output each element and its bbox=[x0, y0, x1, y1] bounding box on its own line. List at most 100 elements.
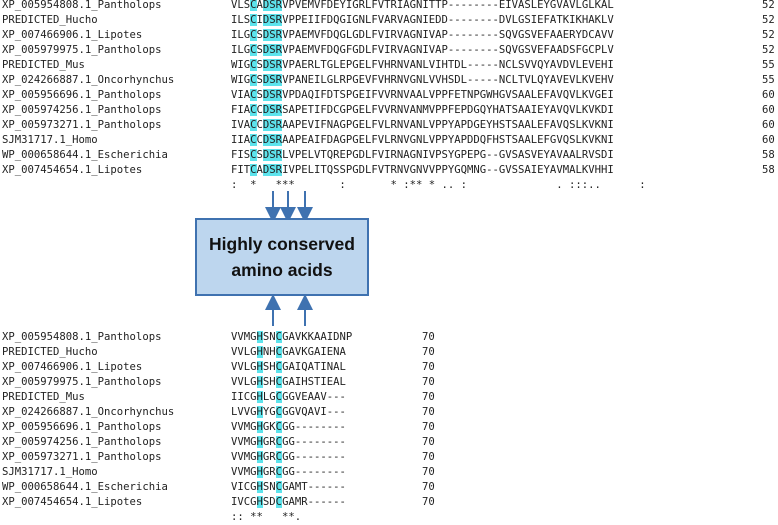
sequence-label: PREDICTED_Mus bbox=[2, 59, 85, 71]
sequence-position: 70 bbox=[422, 331, 435, 343]
conserved-residue: C bbox=[250, 149, 257, 161]
conserved-residue: C bbox=[275, 496, 283, 508]
sequence-residues: VVLGHNHCGAVKGAIENA bbox=[231, 346, 346, 358]
sequence-position: 52 bbox=[762, 0, 775, 11]
sequence-label: XP_005973271.1_Pantholops bbox=[2, 451, 162, 463]
sequence-residues: IIACCDSRAAPEAIFDAGPGELFVLRNVGNLVPPYAPDDQ… bbox=[231, 134, 614, 146]
sequence-position: 70 bbox=[422, 496, 435, 508]
sequence-position: 70 bbox=[422, 376, 435, 388]
sequence-position: 52 bbox=[762, 14, 775, 26]
sequence-residues: VVMGHSNCGAVKKAAIDNP bbox=[231, 331, 353, 343]
conserved-residue: C bbox=[275, 466, 283, 478]
sequence-label: SJM31717.1_Homo bbox=[2, 134, 98, 146]
conserved-residue: DSR bbox=[262, 74, 283, 86]
sequence-label: XP_007454654.1_Lipotes bbox=[2, 496, 143, 508]
conserved-residue: H bbox=[256, 331, 263, 343]
conserved-residue: C bbox=[250, 104, 257, 116]
conserved-residue: C bbox=[250, 164, 257, 176]
sequence-position: 70 bbox=[422, 391, 435, 403]
conserved-residue: DSR bbox=[262, 89, 283, 101]
sequence-residues: FISCSDSRLVPELVTQREPGDLFVIRNAGNIVPSYGPEPG… bbox=[231, 149, 614, 161]
sequence-position: 70 bbox=[422, 346, 435, 358]
conserved-residue: H bbox=[256, 451, 263, 463]
sequence-residues: WIGCSDSRVPAERLTGLEPGELFVHRNVANLVIHTDL---… bbox=[231, 59, 614, 71]
conserved-residue: DSR bbox=[262, 44, 283, 56]
conserved-residue: DSR bbox=[262, 134, 283, 146]
sequence-residues: IICGHLGCGGVEAAV--- bbox=[231, 391, 346, 403]
sequence-label: SJM31717.1_Homo bbox=[2, 466, 98, 478]
sequence-label: XP_007466906.1_Lipotes bbox=[2, 361, 143, 373]
sequence-position: 60 bbox=[762, 134, 775, 146]
sequence-position: 55 bbox=[762, 59, 775, 71]
conserved-residue: C bbox=[250, 29, 257, 41]
sequence-position: 60 bbox=[762, 104, 775, 116]
conserved-residue: H bbox=[256, 421, 263, 433]
sequence-residues: FIACCDSRSAPETIFDCGPGELFVVRNVANMVPPFEPDGQ… bbox=[231, 104, 614, 116]
conserved-residue: H bbox=[256, 466, 263, 478]
sequence-label: XP_007466906.1_Lipotes bbox=[2, 29, 143, 41]
consensus-symbols: : * *** : * :** * .. : . :::.. : bbox=[231, 179, 646, 191]
sequence-position: 52 bbox=[762, 29, 775, 41]
conserved-residue: C bbox=[275, 391, 283, 403]
conserved-residue: DSR bbox=[262, 119, 283, 131]
conserved-residue: C bbox=[250, 119, 257, 131]
conserved-residue: C bbox=[250, 89, 257, 101]
sequence-label: WP_000658644.1_Escherichia bbox=[2, 149, 168, 161]
conserved-residue: DSR bbox=[262, 0, 283, 11]
conserved-residue: C bbox=[275, 451, 283, 463]
sequence-position: 70 bbox=[422, 466, 435, 478]
conserved-residue: H bbox=[256, 346, 263, 358]
conserved-residue: H bbox=[256, 391, 263, 403]
conserved-residue: H bbox=[256, 496, 263, 508]
sequence-position: 52 bbox=[762, 44, 775, 56]
conserved-residue: C bbox=[250, 74, 257, 86]
sequence-label: XP_005956696.1_Pantholops bbox=[2, 89, 162, 101]
conserved-residue: C bbox=[275, 481, 283, 493]
sequence-position: 70 bbox=[422, 361, 435, 373]
sequence-residues: ILGCSDSRVPAEMVFDQGFGDLFVIRVAGNIVAP------… bbox=[231, 44, 614, 56]
sequence-position: 58 bbox=[762, 149, 775, 161]
conserved-residue: DSR bbox=[262, 14, 283, 26]
sequence-position: 70 bbox=[422, 481, 435, 493]
sequence-label: XP_005956696.1_Pantholops bbox=[2, 421, 162, 433]
sequence-label: XP_005973271.1_Pantholops bbox=[2, 119, 162, 131]
sequence-position: 58 bbox=[762, 164, 775, 176]
sequence-position: 70 bbox=[422, 436, 435, 448]
sequence-label: XP_005979975.1_Pantholops bbox=[2, 376, 162, 388]
consensus-symbols: :: ** **. bbox=[231, 511, 302, 523]
conserved-residue: C bbox=[250, 44, 257, 56]
sequence-label: XP_005974256.1_Pantholops bbox=[2, 436, 162, 448]
sequence-residues: VICGHSNCGAMT------ bbox=[231, 481, 346, 493]
sequence-residues: VLSCADSRVPVEMVFDEYIGRLFVTRIAGNITTP------… bbox=[231, 0, 614, 11]
sequence-label: XP_005974256.1_Pantholops bbox=[2, 104, 162, 116]
conserved-residue: DSR bbox=[262, 164, 283, 176]
conserved-residue: C bbox=[275, 346, 283, 358]
sequence-label: PREDICTED_Hucho bbox=[2, 346, 98, 358]
conserved-residue: DSR bbox=[262, 29, 283, 41]
sequence-label: WP_000658644.1_Escherichia bbox=[2, 481, 168, 493]
callout-line-1: Highly conserved bbox=[209, 234, 355, 254]
sequence-label: XP_024266887.1_Oncorhynchus bbox=[2, 74, 175, 86]
sequence-residues: VVMGHGRCGG-------- bbox=[231, 466, 346, 478]
sequence-label: XP_005954808.1_Pantholops bbox=[2, 0, 162, 11]
sequence-position: 70 bbox=[422, 406, 435, 418]
sequence-position: 60 bbox=[762, 119, 775, 131]
sequence-residues: WIGCSDSRVPANEILGLRPGEVFVHRNVGNLVVHSDL---… bbox=[231, 74, 614, 86]
conserved-residue: DSR bbox=[262, 149, 283, 161]
sequence-residues: VVMGHGKCGG-------- bbox=[231, 421, 346, 433]
sequence-position: 70 bbox=[422, 451, 435, 463]
sequence-label: XP_024266887.1_Oncorhynchus bbox=[2, 406, 175, 418]
conserved-residue: DSR bbox=[262, 59, 283, 71]
conserved-residue: C bbox=[250, 134, 257, 146]
conserved-residue: C bbox=[275, 421, 283, 433]
conserved-residue: C bbox=[275, 331, 283, 343]
sequence-position: 60 bbox=[762, 89, 775, 101]
conserved-residue: C bbox=[250, 14, 257, 26]
sequence-label: XP_005954808.1_Pantholops bbox=[2, 331, 162, 343]
sequence-residues: VVLGHSHCGAIQATINAL bbox=[231, 361, 346, 373]
conserved-callout-box: Highly conserved amino acids bbox=[195, 218, 369, 296]
conserved-residue: DSR bbox=[262, 104, 283, 116]
sequence-residues: ILSCIDSRVPPEIIFDQGIGNLFVARVAGNIEDD------… bbox=[231, 14, 614, 26]
conserved-residue: H bbox=[256, 361, 263, 373]
conserved-residue: C bbox=[250, 59, 257, 71]
